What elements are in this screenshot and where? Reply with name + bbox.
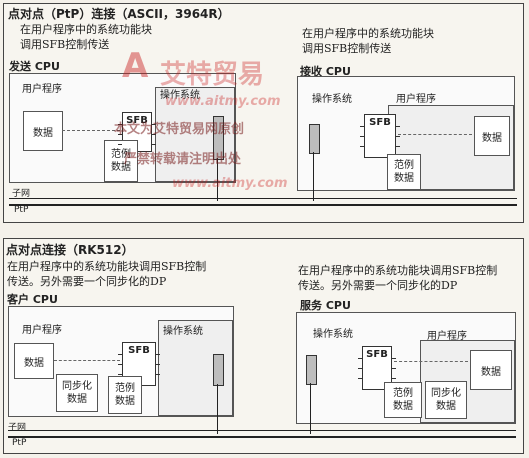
sfb-pin	[118, 134, 122, 135]
client-data-box: 数据	[14, 343, 54, 379]
server-cp-drop	[310, 383, 311, 434]
send-cpu-label: 发送 CPU	[9, 60, 60, 73]
top-right-desc-2: 调用SFB控制传送	[302, 42, 392, 55]
recv-instance-data: 范例数据	[387, 154, 421, 190]
sfb-pin	[396, 136, 400, 137]
top-ptp-label: PtP	[14, 205, 29, 215]
send-instance-l1: 范例	[111, 149, 131, 160]
recv-user-program-label: 用户程序	[396, 94, 436, 105]
server-os-label: 操作系统	[313, 329, 353, 340]
sfb-pin	[358, 358, 362, 359]
top-ptp-line	[9, 204, 517, 206]
watermark-brand-logo: A	[122, 46, 149, 86]
server-sync-l1: 同步化	[431, 388, 461, 399]
client-instance-l2: 数据	[115, 396, 135, 407]
sfb-pin	[360, 126, 364, 127]
client-instance-data: 范例数据	[108, 376, 142, 414]
watermark-url-2: www.aitmy.com	[172, 176, 288, 191]
server-data-box: 数据	[470, 350, 512, 390]
server-data-link	[394, 361, 468, 362]
sfb-pin	[152, 124, 156, 125]
sfb-pin	[358, 368, 362, 369]
bottom-ptp-line	[8, 436, 516, 438]
send-cp-drop	[217, 158, 218, 201]
client-sync-l2: 数据	[67, 394, 87, 405]
bottom-right-desc-1: 在用户程序中的系统功能块调用SFB控制	[298, 264, 498, 277]
top-left-desc-2: 调用SFB控制传送	[20, 38, 110, 51]
send-cp-module	[213, 116, 224, 160]
recv-cp-module	[309, 124, 320, 154]
client-cp-drop	[217, 384, 218, 434]
sfb-pin	[156, 354, 160, 355]
sfb-pin	[118, 354, 122, 355]
bottom-subnet-label: 子网	[8, 423, 27, 433]
recv-cp-drop	[313, 152, 314, 201]
sfb-pin	[360, 136, 364, 137]
bottom-ptp-label: PtP	[12, 438, 27, 448]
sfb-pin	[118, 144, 122, 145]
sfb-pin	[392, 368, 396, 369]
sfb-pin	[118, 364, 122, 365]
sfb-pin	[358, 378, 362, 379]
bottom-left-desc-1: 在用户程序中的系统功能块调用SFB控制	[7, 260, 207, 273]
server-sync-data: 同步化数据	[425, 381, 467, 419]
top-left-desc-1: 在用户程序中的系统功能块	[20, 23, 152, 36]
top-subnet-label: 子网	[12, 189, 31, 199]
client-sync-data: 同步化数据	[56, 374, 98, 412]
recv-data-link	[398, 134, 472, 135]
client-instance-l1: 范例	[115, 383, 135, 394]
top-title: 点对点（PtP）连接（ASCII，3964R）	[8, 7, 230, 21]
watermark-url-1: www.aitmy.com	[165, 94, 281, 109]
bottom-left-desc-2: 传送。另外需要一个同步化的DP	[7, 275, 167, 288]
watermark-notice: 本文为艾特贸易网原创	[114, 122, 245, 137]
recv-cpu-label: 接收 CPU	[300, 65, 351, 78]
server-cpu-label: 服务 CPU	[300, 299, 351, 312]
send-instance-data: 范例数据	[104, 140, 138, 182]
top-right-desc-1: 在用户程序中的系统功能块	[302, 27, 434, 40]
recv-instance-l1: 范例	[394, 160, 414, 171]
sfb-pin	[392, 358, 396, 359]
recv-instance-l2: 数据	[394, 173, 414, 184]
server-sync-l2: 数据	[436, 401, 456, 412]
server-instance-l1: 范例	[393, 388, 413, 399]
send-data-link	[62, 130, 120, 131]
sfb-pin	[156, 364, 160, 365]
send-os-label: 操作系统	[160, 90, 200, 101]
sfb-pin	[118, 124, 122, 125]
bottom-title: 点对点连接（RK512）	[6, 243, 134, 257]
watermark-brand: 艾特贸易	[160, 60, 265, 90]
send-data-box: 数据	[23, 111, 63, 151]
client-user-program-label: 用户程序	[22, 325, 62, 336]
bottom-subnet-line	[8, 430, 516, 431]
sfb-pin	[152, 134, 156, 135]
sfb-pin	[156, 374, 160, 375]
client-data-link	[54, 360, 120, 361]
sfb-pin	[396, 146, 400, 147]
client-sync-l1: 同步化	[62, 381, 92, 392]
sfb-pin	[396, 126, 400, 127]
server-instance-l2: 数据	[393, 401, 413, 412]
sfb-pin	[392, 378, 396, 379]
sfb-pin	[360, 146, 364, 147]
send-user-program-label: 用户程序	[22, 84, 62, 95]
top-subnet-line	[9, 198, 517, 199]
server-instance-data: 范例数据	[384, 382, 422, 418]
send-instance-l2: 数据	[111, 162, 131, 173]
sfb-pin	[152, 144, 156, 145]
client-cpu-label: 客户 CPU	[7, 293, 58, 306]
sfb-pin	[118, 374, 122, 375]
recv-data-box: 数据	[474, 116, 510, 156]
recv-sfb-block: SFB	[364, 114, 396, 158]
recv-os-label: 操作系统	[312, 94, 352, 105]
bottom-right-desc-2: 传送。另外需要一个同步化的DP	[298, 279, 458, 292]
watermark-notice-2: 严禁转载请注明出处	[124, 152, 242, 167]
client-cp-module	[213, 354, 224, 386]
client-os-label: 操作系统	[163, 326, 203, 337]
server-cp-module	[306, 355, 317, 385]
server-user-program-label: 用户程序	[427, 331, 467, 342]
